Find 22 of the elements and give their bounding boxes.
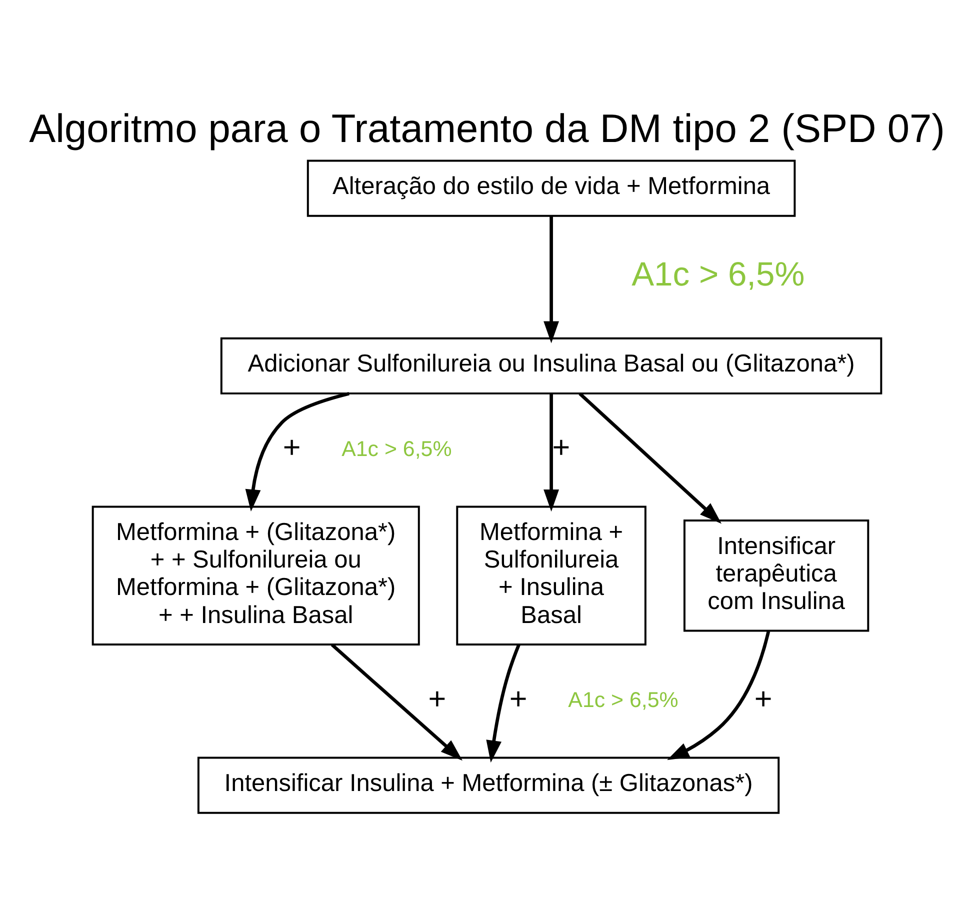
arrow: [245, 391, 350, 512]
arrow: [667, 630, 770, 760]
node-box: Intensificar Insulina + Metformina (± Glitazonas*): [197, 756, 780, 814]
edge-label: +: [428, 681, 446, 716]
node-box: Alteração do estilo de vida + Metformina: [306, 159, 796, 216]
edge-label: +: [552, 430, 570, 464]
diagram-title: Algoritmo para o Tratamento da DM tipo 2 (SPD 07): [29, 106, 945, 151]
arrow: [578, 392, 722, 524]
label: A1c > 6,5%: [632, 256, 805, 294]
edge-label: +: [754, 681, 772, 716]
node-box: Adicionar Sulfonilureia ou Insulina Basal ou (Glitazona*): [220, 336, 882, 394]
arrow: [544, 393, 560, 512]
arrow: [330, 643, 462, 760]
label: A1c > 6,5%: [342, 436, 452, 460]
node-box: Metformina + (Glitazona*) + + Sulfonilureia ou Metformina + (Glitazona*) + + Insulina Basal: [92, 505, 420, 645]
edge-label: +: [509, 681, 528, 716]
arrow: [486, 644, 520, 762]
edge-label: +: [282, 430, 301, 464]
arrow: [544, 216, 560, 343]
node-box: Metformina + Sulfonilureia + Insulina Basal: [456, 505, 646, 645]
node-box: Intensificar terapêutica com Insulina: [683, 519, 870, 632]
label: A1c > 6,5%: [568, 687, 678, 712]
